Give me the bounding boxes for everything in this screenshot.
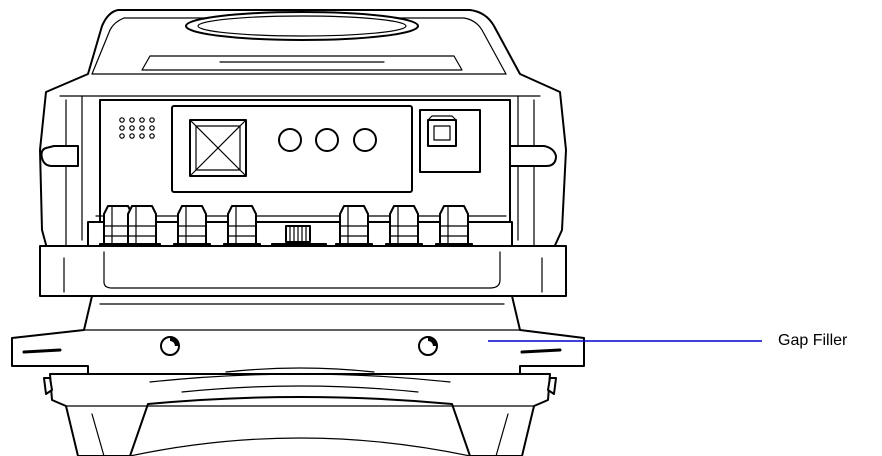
left-latch bbox=[40, 145, 79, 167]
gap-filler-label: Gap Filler bbox=[778, 332, 848, 349]
gap-filler-plate bbox=[11, 295, 585, 375]
speaker-grille bbox=[119, 117, 155, 139]
crossed-square-icon bbox=[189, 119, 247, 177]
panel-button-2 bbox=[315, 128, 339, 152]
screw-hole-left bbox=[160, 336, 180, 356]
usb-b-port-icon bbox=[419, 109, 481, 173]
base-stand bbox=[43, 367, 557, 456]
panel-button-1 bbox=[278, 128, 302, 152]
right-latch bbox=[505, 145, 557, 167]
lower-body bbox=[39, 245, 567, 297]
panel-button-3 bbox=[353, 128, 377, 152]
top-oval-window bbox=[185, 11, 419, 41]
screw-hole-right bbox=[418, 336, 438, 356]
